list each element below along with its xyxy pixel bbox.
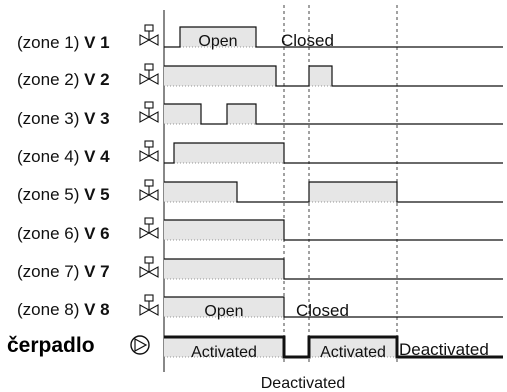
zone-label: (zone 6): [17, 224, 80, 243]
signal-zone-1-waveform: [164, 26, 503, 48]
zone-label: (zone 8): [17, 300, 80, 319]
signal-pump-high-region: [164, 337, 284, 357]
signal-zone-6-waveform: [164, 219, 503, 241]
valve-icon: [139, 256, 159, 278]
row-label-zone-4: (zone 4) V 4: [17, 147, 110, 167]
signal-zone-4-waveform: [164, 142, 503, 164]
valve-icon: [139, 294, 159, 316]
activated-label-1: Activated: [191, 344, 257, 361]
signal-zone-3-high-region: [164, 104, 201, 124]
activated-label-2: Activated: [320, 344, 386, 361]
row-label-zone-2: (zone 2) V 2: [17, 70, 110, 90]
zone-label: (zone 2): [17, 70, 80, 89]
pump-icon-triangle: [134, 337, 148, 353]
signal-pump-waveform: [164, 335, 503, 359]
row-label-zone-5: (zone 5) V 5: [17, 185, 110, 205]
row-label-zone-6: (zone 6) V 6: [17, 224, 110, 244]
valve-icon: [139, 217, 159, 239]
open-label-zone-8: Open: [204, 303, 243, 320]
signal-zone-8-high-region: [164, 297, 284, 317]
row-label-zone-7: (zone 7) V 7: [17, 262, 110, 282]
signal-zone-6-high-region: [164, 220, 284, 240]
valve-label: V 2: [84, 70, 110, 89]
valve-icon: [139, 140, 159, 162]
valve-icon: [139, 24, 159, 46]
valve-icon: [139, 179, 159, 201]
valve-label: V 5: [84, 185, 110, 204]
valve-label: V 8: [84, 300, 110, 319]
row-label-zone-8: (zone 8) V 8: [17, 300, 110, 320]
open-label-zone-1: Open: [198, 33, 237, 50]
valve-icon: [139, 63, 159, 85]
signal-zone-5-high-region: [309, 182, 397, 202]
valve-label: V 3: [84, 109, 110, 128]
zone-label: (zone 5): [17, 185, 80, 204]
valve-label: V 7: [84, 262, 110, 281]
signal-zone-5-high-region: [164, 182, 237, 202]
row-label-zone-1: (zone 1) V 1: [17, 33, 110, 53]
zone-label: (zone 1): [17, 33, 80, 52]
valve-label: V 4: [84, 147, 110, 166]
zone-label: (zone 4): [17, 147, 80, 166]
signal-zone-5-waveform: [164, 181, 503, 203]
signal-zone-3-high-region: [227, 104, 256, 124]
signal-zone-4-high-region: [174, 143, 284, 163]
zone-label: (zone 3): [17, 109, 80, 128]
zone-label: (zone 7): [17, 262, 80, 281]
signal-zone-7-high-region: [164, 259, 284, 279]
closed-label-zone-1: Closed: [281, 31, 334, 50]
signal-zone-1-high-region: [180, 27, 256, 47]
row-label-zone-3: (zone 3) V 3: [17, 109, 110, 129]
signal-zone-7-waveform: [164, 258, 503, 280]
deactivated-label-right: Deactivated: [399, 340, 489, 359]
signal-zone-2-high-region: [309, 66, 332, 86]
signal-pump-high-region: [309, 337, 397, 357]
pump-label: čerpadlo: [7, 334, 95, 357]
closed-label-zone-8: Closed: [296, 301, 349, 320]
signal-zone-3-waveform: [164, 103, 503, 125]
signal-zone-8-waveform: [164, 296, 503, 318]
valve-label: V 6: [84, 224, 110, 243]
deactivated-label-bottom: Deactivated: [261, 375, 346, 392]
signal-zone-2-high-region: [164, 66, 276, 86]
signal-zone-2-waveform: [164, 65, 503, 87]
valve-label: V 1: [84, 33, 110, 52]
valve-icon: [139, 101, 159, 123]
